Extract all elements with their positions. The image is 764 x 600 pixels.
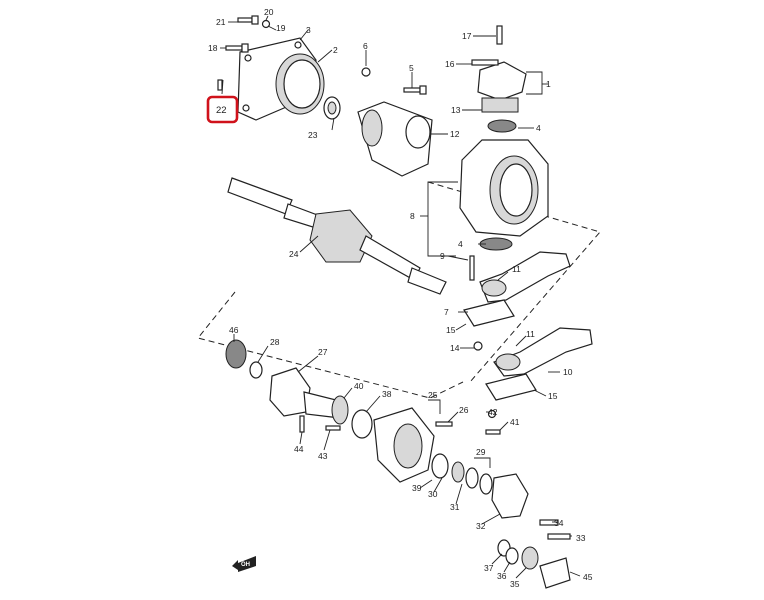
callout-25: 25 [428,390,438,400]
callout-16: 16 [445,59,455,69]
callout-9: 9 [440,251,445,261]
callout-labels: 1 2 3 4 4 5 6 7 8 9 10 11 11 12 13 14 15… [208,7,593,589]
direction-marker-label: OH [241,562,250,568]
seal-plate-assembly [217,15,341,121]
callout-28: 28 [270,337,280,347]
callout-46: 46 [229,325,239,335]
callout-44: 44 [294,444,304,454]
callout-17: 17 [462,31,472,41]
direction-marker: OH [232,556,256,572]
callout-20: 20 [264,7,274,17]
callout-18: 18 [208,43,218,53]
callout-12: 12 [450,129,460,139]
steering-knuckle-assembly [459,25,549,251]
callout-24: 24 [289,249,299,259]
hub-assembly [225,339,571,589]
highlight-box [206,95,239,124]
callout-13: 13 [451,105,461,115]
callout-27: 27 [318,347,328,357]
callout-43: 43 [318,451,328,461]
callout-26: 26 [459,405,469,415]
callout-6: 6 [363,41,368,51]
callout-5: 5 [409,63,414,73]
callout-10: 10 [563,367,573,377]
callout-33: 33 [576,533,586,543]
callout-22: 22 [216,105,227,116]
steering-arm-assembly [463,251,593,401]
callout-35: 35 [510,579,520,589]
assembly-boundary [197,181,601,399]
callout-8: 8 [410,211,415,221]
drive-shaft [227,177,447,295]
callout-19: 19 [276,23,286,33]
callout-45: 45 [583,572,593,582]
callout-40: 40 [354,381,364,391]
callout-4-upper: 4 [536,123,541,133]
highlighted-part-callout[interactable]: 22 [206,95,239,124]
callout-41: 41 [510,417,520,427]
callout-21: 21 [216,17,226,27]
callout-4-lower: 4 [458,239,463,249]
callout-23: 23 [308,130,318,140]
callout-29: 29 [476,447,486,457]
callout-15-lower: 15 [548,391,558,401]
callout-42: 42 [488,407,498,417]
callout-2: 2 [333,45,338,55]
callout-38: 38 [382,389,392,399]
callout-11-lower: 11 [526,329,535,339]
callout-3: 3 [306,25,311,35]
callout-15-upper: 15 [446,325,456,335]
callout-32: 32 [476,521,486,531]
callout-37: 37 [484,563,494,573]
callout-7: 7 [444,307,449,317]
axle-housing-assembly [357,67,433,177]
callout-39: 39 [412,483,422,493]
callout-1: 1 [546,79,551,89]
callout-30: 30 [428,489,438,499]
leader-lines [220,15,581,579]
callout-34: 34 [554,518,564,528]
callout-31: 31 [450,502,460,512]
callout-14: 14 [450,343,460,353]
callout-11-upper: 11 [512,264,521,274]
callout-36: 36 [497,571,507,581]
